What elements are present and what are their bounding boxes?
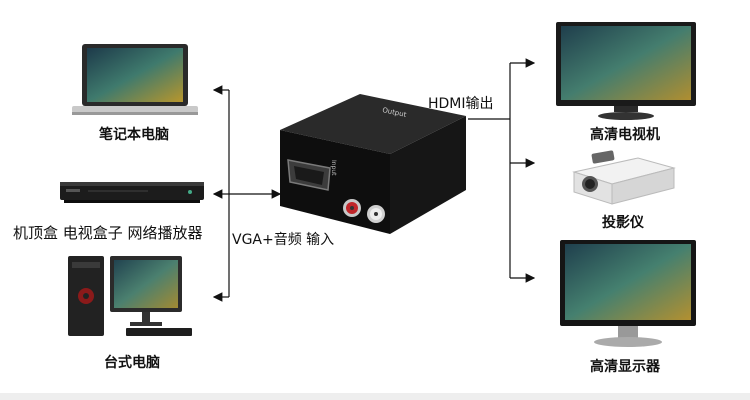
settop-box-icon bbox=[60, 182, 204, 203]
monitor-label: 高清显示器 bbox=[590, 359, 660, 375]
bottom-divider bbox=[0, 393, 750, 400]
laptop-label: 笔记本电脑 bbox=[99, 127, 169, 143]
desktop-pc-icon bbox=[68, 256, 192, 336]
converter-box: Output Input bbox=[280, 94, 466, 234]
converter-front-text: Input bbox=[330, 160, 337, 176]
monitor-icon bbox=[560, 240, 696, 347]
input-label: VGA+音频 输入 bbox=[232, 232, 335, 248]
projector-icon bbox=[572, 150, 676, 205]
desktop-label: 台式电脑 bbox=[104, 355, 160, 371]
settop-label: 机顶盒 电视盒子 网络播放器 bbox=[13, 224, 203, 242]
hdtv-icon bbox=[556, 22, 696, 120]
hdtv-label: 高清电视机 bbox=[590, 127, 660, 143]
output-label: HDMI输出 bbox=[428, 96, 494, 112]
laptop-icon bbox=[72, 44, 198, 115]
projector-label: 投影仪 bbox=[602, 215, 644, 231]
